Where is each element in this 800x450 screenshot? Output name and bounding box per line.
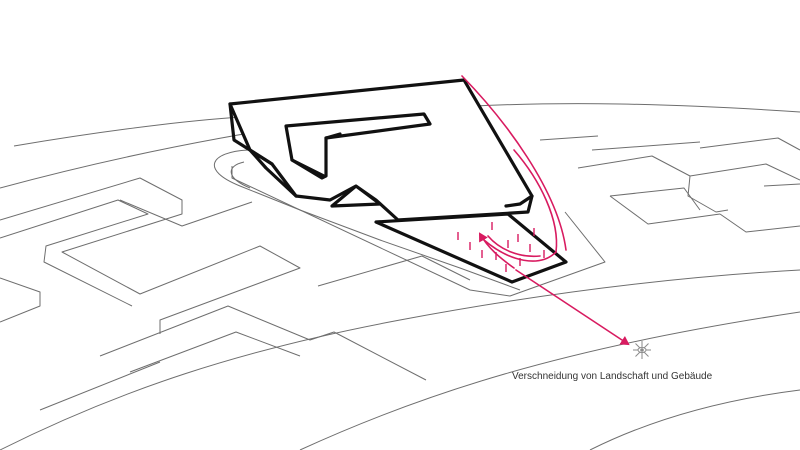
- context-lines: [0, 103, 800, 450]
- block-right-6: [719, 213, 800, 233]
- hatch-ticks: [457, 222, 545, 272]
- arrow-to-viewpoint: [515, 269, 630, 346]
- block-maze-5: [99, 305, 427, 381]
- block-right-4: [699, 137, 800, 151]
- block-right-3: [609, 195, 721, 225]
- parcel-boundary: [231, 166, 606, 297]
- block-right-9: [539, 135, 599, 141]
- courtyard-inner: [290, 132, 342, 178]
- roof-fascia: [228, 102, 298, 198]
- road-curve-south-3: [589, 389, 800, 450]
- block-right-7: [763, 183, 800, 187]
- block-maze-8: [317, 255, 471, 287]
- building: [228, 78, 568, 284]
- block-maze-2: [0, 199, 149, 307]
- road-curve-inner: [13, 115, 263, 147]
- accent-curve-inner: [513, 149, 558, 253]
- road-curve-south-2: [299, 311, 800, 450]
- accent-inner-arc: [487, 235, 541, 258]
- accent-return-arc: [483, 239, 557, 262]
- eye-viewpoint-icon: [633, 341, 651, 359]
- road-bend-b: [230, 161, 251, 189]
- landscape-intersection: [457, 75, 630, 346]
- diagram-caption: Verschneidung von Landschaft und Gebäude: [512, 371, 713, 382]
- accent-curve-outer: [461, 75, 567, 251]
- block-maze-7: [39, 361, 161, 411]
- block-maze-3: [0, 277, 41, 323]
- block-maze-6: [129, 331, 301, 373]
- arrow-into-cut: [479, 232, 515, 269]
- block-right-2: [609, 187, 701, 211]
- block-maze-1: [0, 177, 301, 334]
- road-bend-a: [213, 149, 521, 291]
- block-right-1: [577, 155, 729, 213]
- block-right-8: [591, 141, 701, 151]
- tip-edge: [504, 194, 534, 208]
- block-right-5: [689, 163, 800, 181]
- road-curve-south-1: [0, 269, 800, 450]
- roof-slab: [228, 78, 534, 222]
- block-maze-4: [119, 199, 253, 227]
